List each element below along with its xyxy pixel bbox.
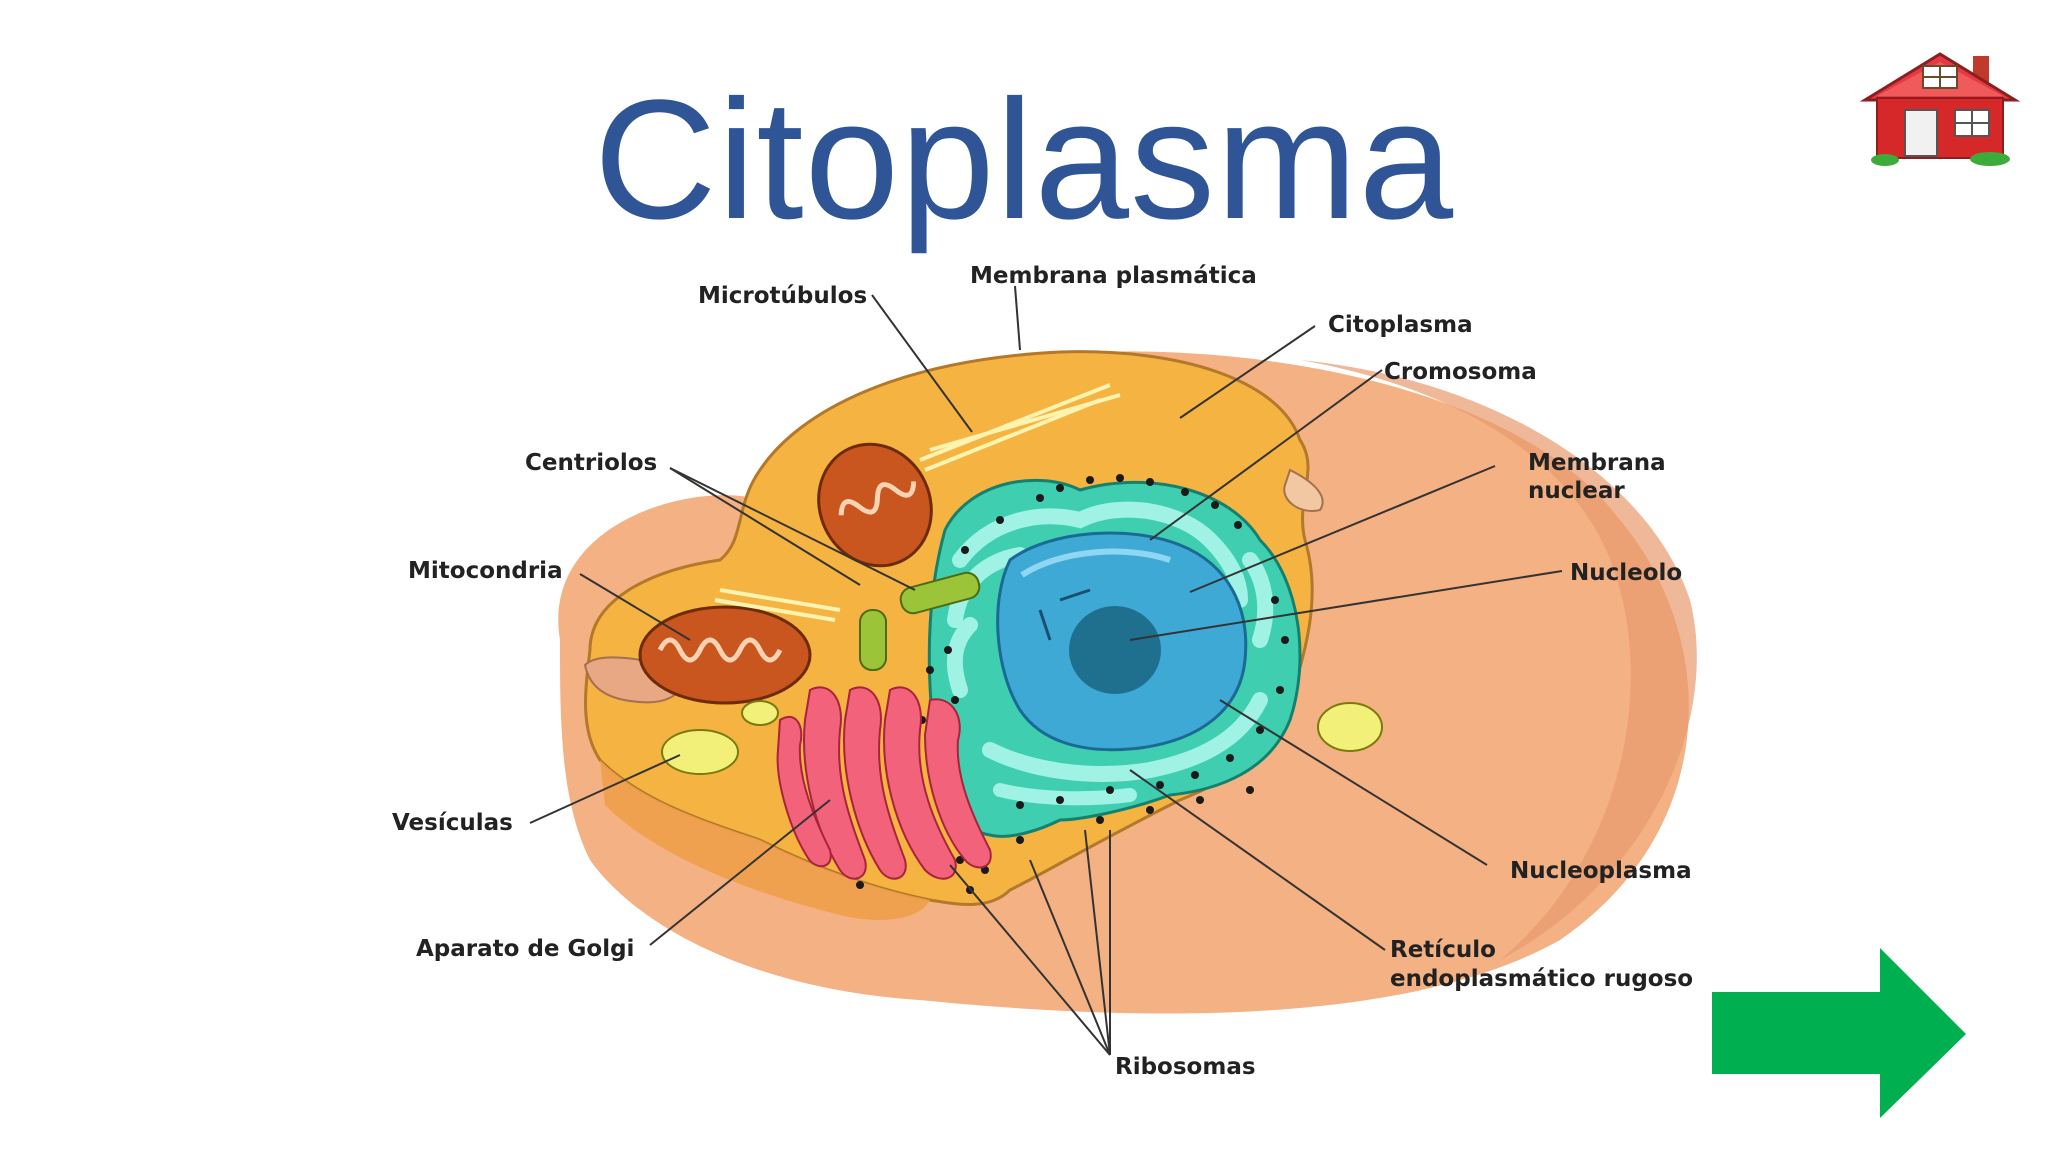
label-citoplasma: Citoplasma [1328,312,1473,338]
label-cromosoma: Cromosoma [1384,359,1537,385]
label-membrana-plasmatica: Membrana plasmática [970,263,1257,289]
label-microtubulos: Microtúbulos [698,283,867,309]
mitochondria [638,442,933,705]
label-reticulo-1: Retículo [1390,937,1496,963]
nucleolus [1069,606,1161,694]
label-nucleolo: Nucleolo [1570,560,1682,586]
label-reticulo-2: endoplasmático rugoso [1390,966,1693,992]
next-button[interactable] [1712,948,1970,1120]
home-button[interactable] [1855,48,2025,168]
label-aparato-golgi: Aparato de Golgi [416,936,634,962]
diagram-labels: Microtúbulos Membrana plasmática Citopla… [392,263,1693,1080]
label-membrana-nuclear-2: nuclear [1528,478,1625,504]
label-ribosomas: Ribosomas [1115,1054,1256,1080]
house-icon [1859,52,2021,166]
label-nucleoplasma: Nucleoplasma [1510,858,1692,884]
leader-lines [529,285,1563,1056]
centrioles [859,571,981,671]
nucleus [996,531,1248,752]
label-centriolos: Centriolos [525,450,657,476]
microtubules [714,383,1121,622]
arrow-right-icon [1712,948,1966,1118]
label-mitocondria: Mitocondria [408,558,563,584]
vesicles [661,700,1383,775]
label-vesiculas: Vesículas [392,810,513,836]
slide-title: Citoplasma [593,65,1455,255]
label-membrana-nuclear-1: Membrana [1528,450,1666,476]
golgi-apparatus [776,686,992,880]
